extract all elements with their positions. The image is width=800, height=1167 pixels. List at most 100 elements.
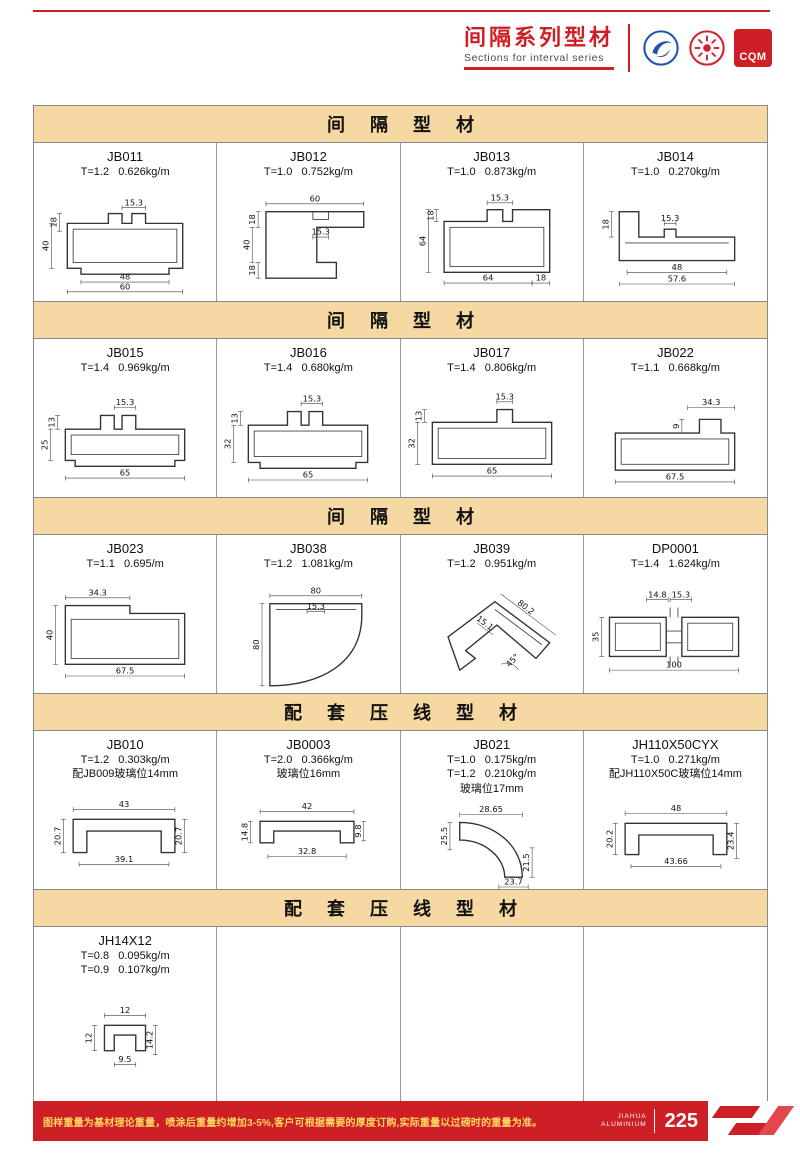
footer-note: 图样重量为基材理论重量，喷涂后重量约增加3-5%,客户可根据需要的厚度订购,实际…: [43, 1117, 543, 1129]
dimension: 12: [104, 1005, 146, 1019]
dim-label: 15.3: [672, 589, 690, 599]
dimension: 15.3: [670, 589, 693, 603]
dimension: 48: [627, 262, 728, 275]
dimension: 15.3: [312, 227, 330, 240]
dim-label: 28.65: [479, 805, 503, 815]
profile-code: JB016: [289, 345, 327, 360]
profile-spec: T=1.4 0.969kg/m: [80, 362, 170, 375]
profile-code: JB015: [106, 345, 144, 360]
profile-spec: T=0.9 0.107kg/m: [80, 964, 170, 977]
dim-label: 15.3: [490, 193, 508, 203]
page-header: 间隔系列型材 Sections for interval series: [463, 24, 772, 72]
profile-outline: [615, 418, 736, 472]
brand-line2: ALUMINIUM: [601, 1121, 647, 1128]
profile-code: JB013: [473, 149, 511, 164]
dim-label: 43.66: [664, 856, 688, 866]
logo-shape: [711, 1106, 761, 1118]
dim-label: 15.3: [116, 397, 134, 407]
header-divider: [628, 24, 630, 72]
header-rule: [33, 10, 770, 12]
profile-inner-line: [70, 434, 180, 456]
dim-label: 9.5: [119, 1054, 132, 1064]
profile-spec: T=1.4 1.624kg/m: [630, 558, 720, 571]
profile-outline: [443, 209, 551, 274]
dim-label: 34.3: [88, 588, 106, 598]
dimension: 15.3: [307, 601, 325, 615]
profile-spec: T=1.2 0.210kg/m: [447, 768, 537, 781]
dimension: 15.1: [474, 613, 495, 636]
dim-label: 18: [601, 219, 611, 230]
dim-label: 25: [40, 440, 50, 451]
dimension: 32: [406, 422, 420, 465]
dim-label: 13: [230, 413, 240, 424]
dimension: 65: [65, 468, 186, 481]
dimension: 80: [251, 603, 265, 687]
dim-label: 48: [671, 803, 682, 813]
dimension: 48: [625, 803, 728, 817]
profile-spec: 玻璃位16mm: [276, 768, 341, 781]
cert-logo-cqm: CQM: [734, 29, 772, 67]
dim-label: 42: [302, 801, 313, 811]
dim-label: 64: [482, 273, 493, 283]
certification-logos: CQM: [642, 29, 772, 67]
profile-spec: T=1.4 0.680kg/m: [263, 362, 353, 375]
dimension: 60: [67, 282, 184, 295]
dim-label: 12: [120, 1005, 131, 1015]
dim-label: 13: [413, 411, 423, 422]
profile-spec: T=1.2 0.951kg/m: [447, 558, 537, 571]
dimension: 67.5: [615, 472, 736, 485]
dim-label: 9: [671, 424, 681, 429]
dimension: 64: [443, 273, 533, 286]
dim-label: 64: [417, 236, 427, 247]
dim-label: 60: [310, 194, 321, 204]
dim-label: 65: [486, 466, 497, 476]
dimension: 100: [609, 660, 740, 673]
profile-outline: [681, 616, 740, 658]
profile-outline: [458, 822, 523, 879]
page-footer: 图样重量为基材理论重量，喷涂后重量约增加3-5%,客户可根据需要的厚度订购,实际…: [33, 1101, 800, 1141]
dimension: 9: [671, 419, 685, 434]
profile-inner-line: [437, 427, 546, 460]
dim-label: 15.3: [312, 227, 330, 237]
profile-inner-line: [621, 438, 730, 466]
dimension: 9.5: [114, 1054, 137, 1068]
profile-spec: T=0.8 0.095kg/m: [80, 950, 170, 963]
dimension: 67.5: [65, 666, 186, 679]
profile-inner-line: [70, 619, 180, 660]
dim-label: 18: [425, 210, 435, 221]
dimension: 32.8: [267, 846, 347, 860]
profile-outline: [248, 411, 369, 470]
profile-spec: T=1.1 0.695/m: [86, 558, 164, 571]
dimension: 60: [266, 194, 365, 207]
dimension: 45°: [500, 652, 521, 671]
dimension: 57.6: [619, 274, 736, 287]
dim-label: 14.2: [145, 1031, 155, 1049]
dim-label: 15.3: [125, 197, 143, 207]
dim-label: 40: [242, 240, 252, 251]
dimension: 18: [248, 211, 261, 228]
dimension: 65: [248, 470, 369, 483]
profile-spec: T=2.0 0.366kg/m: [263, 754, 353, 767]
